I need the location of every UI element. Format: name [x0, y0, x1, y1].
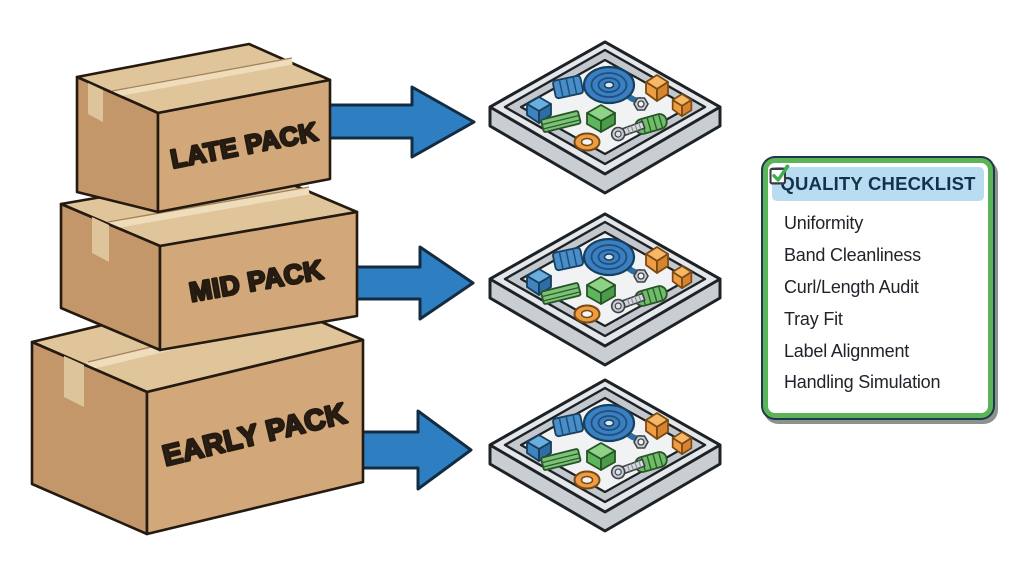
arrows: [316, 85, 476, 491]
box-front-face: [145, 338, 365, 536]
checkbox-checked-icon: [769, 164, 790, 185]
checklist-items: Uniformity Band Cleanliness Curl/Length …: [769, 164, 984, 399]
checklist-item-label: Label Alignment: [784, 340, 910, 361]
checklist-item: Tray Fit: [769, 164, 984, 335]
box-tape: [92, 217, 109, 262]
box-front-face: [158, 210, 359, 352]
tray-late: [490, 42, 720, 193]
checklist-title: QUALITY CHECKLIST: [780, 173, 976, 194]
checklist-item-label: Uniformity: [784, 213, 864, 234]
checklist-item: Band Cleanliness: [769, 164, 984, 272]
box-late-pack: LATE PACK: [75, 42, 332, 214]
checklist-item-label: Handling Simulation: [784, 372, 941, 393]
box-tape: [64, 356, 84, 407]
tray-early: [490, 380, 720, 531]
arrow-mid-to-tray-icon: [342, 245, 475, 321]
quality-checklist-panel: QUALITY CHECKLIST Uniformity Band Cleanl…: [763, 158, 993, 418]
checklist-item-label: Band Cleanliness: [784, 245, 921, 266]
checklist-item: Handling Simulation: [769, 164, 984, 399]
arrow-early-to-tray-icon: [352, 409, 473, 491]
checklist-item-label: Tray Fit: [784, 308, 843, 329]
box-front-face: [156, 78, 332, 214]
checklist-header: QUALITY CHECKLIST: [772, 167, 984, 201]
arrow-late-to-tray-icon: [316, 85, 476, 159]
checklist-item-label: Curl/Length Audit: [784, 276, 919, 297]
box-tape: [88, 83, 103, 122]
checklist-item: Label Alignment: [769, 164, 984, 367]
checklist-item: Curl/Length Audit: [769, 164, 984, 304]
checklist-item: Uniformity: [769, 164, 984, 240]
tray-mid: [490, 214, 720, 365]
